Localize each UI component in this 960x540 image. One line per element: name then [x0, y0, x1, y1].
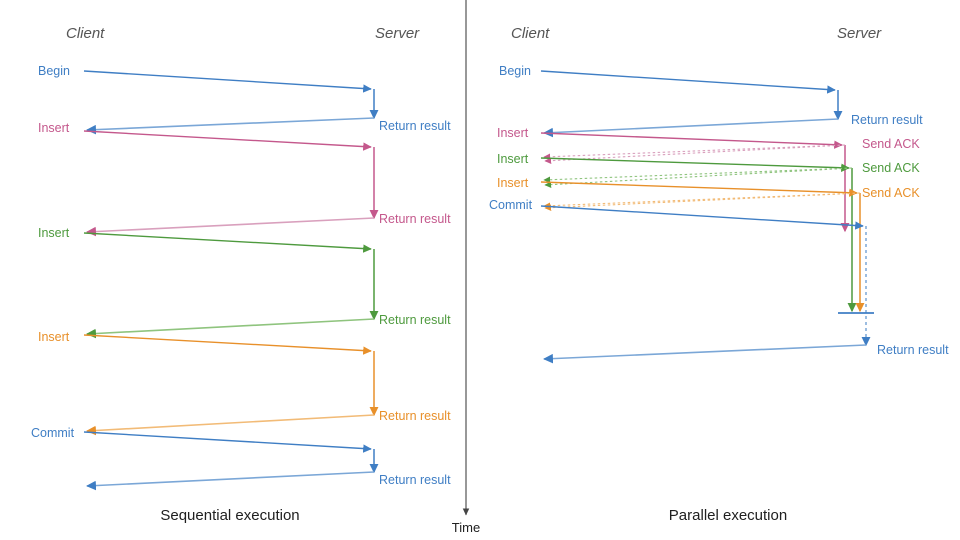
message-label: Send ACK	[862, 137, 920, 151]
message-arrow	[83, 70, 372, 93]
message-label: Return result	[379, 473, 451, 487]
message-arrow	[543, 167, 853, 184]
message-label: Commit	[489, 198, 533, 212]
message-arrow	[86, 318, 375, 339]
message-label: Insert	[497, 152, 529, 166]
message-arrow	[543, 192, 861, 210]
panel-caption: Sequential execution	[160, 507, 299, 524]
time-axis-label: Time	[452, 520, 480, 535]
message-arrow	[86, 414, 375, 436]
message-label: Return result	[379, 313, 451, 327]
message-label: Send ACK	[862, 161, 920, 175]
lane-title-client: Client	[66, 25, 105, 42]
message-label: Begin	[38, 64, 70, 78]
lane-title-client: Client	[511, 25, 550, 42]
message-label: Send ACK	[862, 186, 920, 200]
message-arrow	[540, 181, 858, 197]
message-label: Commit	[31, 426, 75, 440]
message-arrow	[543, 344, 867, 364]
message-label: Return result	[877, 343, 949, 357]
message-label: Begin	[499, 64, 531, 78]
message-arrow	[86, 117, 375, 135]
message-label: Insert	[38, 121, 70, 135]
message-arrow	[83, 130, 372, 151]
message-arrow	[86, 217, 375, 237]
lane-title-server: Server	[375, 25, 420, 42]
message-arrow	[86, 471, 375, 491]
ack-return-dashed	[544, 167, 853, 188]
message-arrow	[83, 232, 372, 253]
message-label: Insert	[38, 226, 70, 240]
lane-title-server: Server	[837, 25, 882, 42]
message-label: Return result	[379, 119, 451, 133]
message-arrow	[543, 118, 839, 138]
message-arrow	[543, 144, 846, 161]
message-label: Insert	[497, 126, 529, 140]
message-arrow	[540, 132, 843, 149]
ack-return-dashed	[544, 144, 846, 164]
message-arrow	[83, 431, 372, 453]
panel-caption: Parallel execution	[669, 507, 787, 524]
message-label: Insert	[38, 330, 70, 344]
message-label: Return result	[851, 113, 923, 127]
message-arrow	[540, 70, 836, 94]
message-label: Return result	[379, 409, 451, 423]
message-arrow	[540, 157, 850, 172]
message-label: Insert	[497, 176, 529, 190]
message-arrow	[540, 205, 864, 230]
message-arrow	[83, 334, 372, 355]
message-label: Return result	[379, 212, 451, 226]
